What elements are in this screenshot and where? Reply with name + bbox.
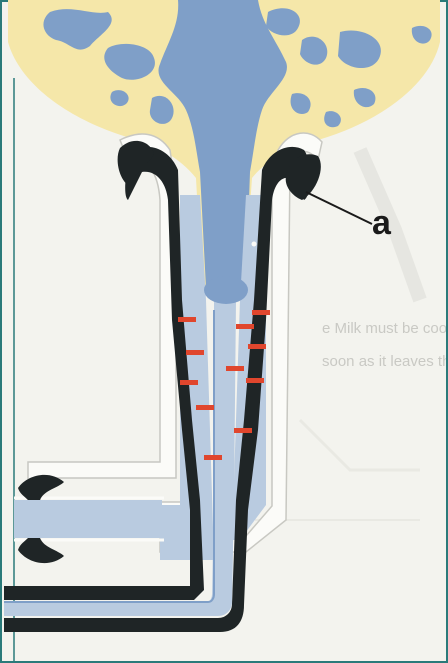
pressure-mark: [234, 428, 252, 433]
background-line: [300, 420, 420, 470]
callout-a-leader-line: [306, 192, 372, 224]
pressure-mark: [180, 380, 198, 385]
pressure-mark: [186, 350, 204, 355]
pulse-tube: [14, 500, 162, 538]
highlight-dot: [252, 242, 257, 247]
pressure-mark: [248, 344, 266, 349]
pressure-mark: [252, 310, 270, 315]
pulse-connector: [18, 475, 64, 500]
pressure-mark: [178, 317, 196, 322]
pulse-connector: [18, 538, 64, 563]
pressure-mark: [246, 378, 264, 383]
pressure-mark: [196, 405, 214, 410]
pressure-mark: [236, 324, 254, 329]
pressure-mark: [226, 366, 244, 371]
pressure-mark: [204, 455, 222, 460]
teat-sphincter: [204, 276, 248, 304]
callout-label-a: a: [372, 206, 391, 240]
